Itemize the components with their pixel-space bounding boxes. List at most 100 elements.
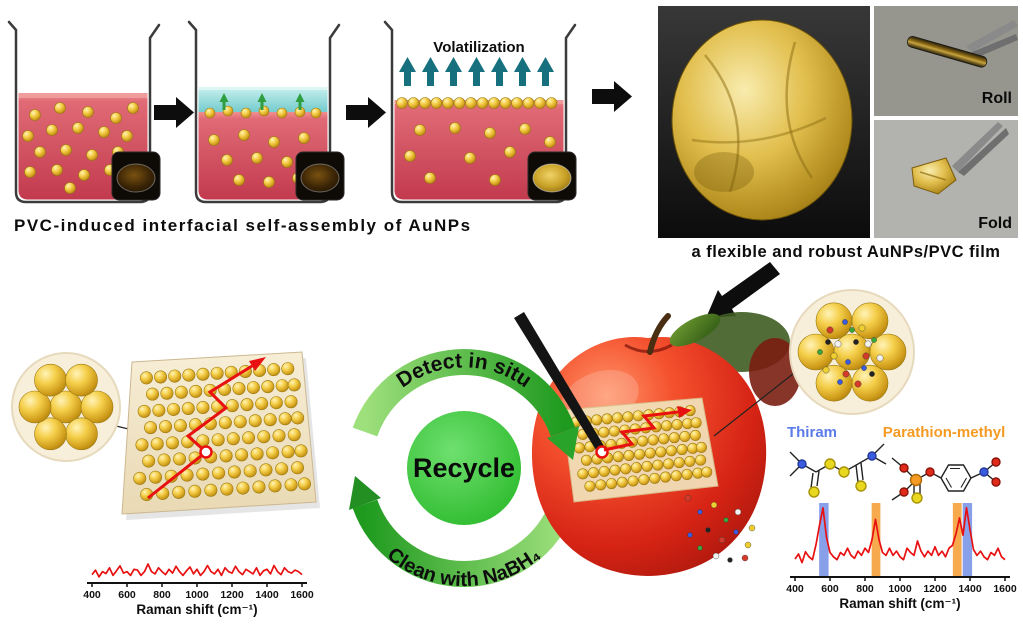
aunp-film-interface <box>396 97 558 109</box>
x-tick-label: 800 <box>153 589 171 601</box>
film-crease <box>704 54 740 193</box>
gold-nanoparticle <box>242 431 256 445</box>
gold-nanoparticle <box>598 426 610 438</box>
film-caption: a flexible and robust AuNPs/PVC film <box>692 243 1001 261</box>
gold-nanoparticle <box>181 401 195 415</box>
gold-nanoparticle <box>236 481 250 495</box>
molecule-atom <box>871 337 877 343</box>
detect-arc-label-text: Detect in situ <box>393 349 536 392</box>
gold-nanoparticle <box>284 395 298 409</box>
molecule-atom <box>842 319 848 325</box>
gold-nanoparticle <box>652 459 664 471</box>
gold-nanoparticle <box>144 421 158 435</box>
gold-film <box>671 19 853 221</box>
gold-nanoparticle <box>658 433 670 445</box>
x-tick-label: 600 <box>821 583 839 595</box>
gold-nanoparticle <box>211 433 225 447</box>
gold-nanoparticle <box>591 414 603 426</box>
gold-nanoparticle <box>634 448 646 460</box>
gold-nanoparticle <box>173 419 187 433</box>
gold-nanoparticle <box>219 449 233 463</box>
molecule-atom <box>705 527 711 533</box>
gold-nanoparticle <box>127 102 139 114</box>
double-bond <box>855 462 864 483</box>
gold-nanoparticle <box>695 454 707 466</box>
gold-nanoparticle <box>149 470 163 484</box>
step-arrow-2 <box>346 97 386 128</box>
raman-trace <box>794 507 1006 564</box>
dish-photo-2 <box>295 151 345 201</box>
gold-nanoparticle <box>519 123 531 135</box>
clean-arc-arrow <box>352 499 576 587</box>
rolled-film <box>906 35 988 68</box>
gold-nanoparticle <box>135 438 149 452</box>
gold-nanoparticle <box>851 302 889 340</box>
gold-nanoparticle <box>80 390 114 424</box>
gold-nanoparticle <box>72 122 84 134</box>
volatilization-arrow <box>537 57 554 86</box>
gold-nanoparticle <box>476 97 489 109</box>
gold-nanoparticle <box>404 150 416 162</box>
molecule-atom <box>684 494 692 502</box>
volatilization-arrow <box>399 57 416 86</box>
gold-nanoparticle <box>243 464 257 478</box>
gold-nanoparticle <box>220 482 234 496</box>
gold-nanoparticle <box>235 448 249 462</box>
tweezers <box>952 122 1003 172</box>
gold-nanoparticle <box>250 447 264 461</box>
gold-nanoparticle <box>275 379 289 393</box>
molecule-atom <box>862 352 870 360</box>
gold-nanoparticle <box>60 144 72 156</box>
volatilization-arrow <box>422 57 439 86</box>
second-apple <box>749 338 801 406</box>
gold-nanoparticle <box>464 152 476 164</box>
solution-surface <box>18 93 148 98</box>
gold-nanoparticle <box>424 172 436 184</box>
sulfur-atom <box>808 486 820 498</box>
pesticide-molecules <box>684 494 756 563</box>
gold-nanoparticle <box>133 471 147 485</box>
aunp-particles-dispersed <box>404 122 556 186</box>
dish-photo-1 <box>111 151 161 201</box>
gold-nanoparticle <box>281 445 295 459</box>
gold-nanoparticle <box>221 154 233 166</box>
molecule-atom <box>845 359 851 365</box>
volatilization-arrow <box>514 57 531 86</box>
fold-crease <box>919 171 947 181</box>
gold-nanoparticle <box>668 432 680 444</box>
nitrogen-atom <box>797 459 807 469</box>
gold-nanoparticle <box>65 417 98 451</box>
migration-arrows <box>219 93 305 110</box>
molecule-atom <box>697 545 703 551</box>
molecule-atom <box>733 529 739 535</box>
x-tick-label: 1000 <box>888 583 912 595</box>
molecule-atom <box>861 365 867 371</box>
highlight-band <box>962 503 973 577</box>
step-arrow-1 <box>154 97 194 128</box>
gold-nanoparticle <box>78 169 90 181</box>
gold-nanoparticle <box>499 97 512 109</box>
gold-nanoparticle <box>65 363 98 397</box>
gold-nanoparticle <box>670 470 682 482</box>
gold-nanoparticle <box>287 378 301 392</box>
gold-nanoparticle <box>465 97 477 109</box>
laser-zigzag <box>603 410 679 452</box>
gold-nanoparticle <box>196 401 210 415</box>
gold-nanoparticle <box>595 479 607 491</box>
raman-xlabel-right: Raman shift (cm⁻¹) <box>839 596 960 611</box>
molecule-atom <box>869 371 875 377</box>
film-photo <box>658 6 870 238</box>
gold-nanoparticle <box>267 363 281 377</box>
dish-rim <box>532 163 572 193</box>
gold-nanoparticle <box>226 432 240 446</box>
molecule-atom <box>748 524 756 532</box>
raman-xlabel-left: Raman shift (cm⁻¹) <box>136 602 257 617</box>
apple-detection <box>514 312 801 576</box>
arrow-to-apple <box>706 262 780 318</box>
aunp-cluster-with-analytes <box>713 289 915 437</box>
fold-label: Fold <box>978 215 1012 232</box>
gold-nanoparticle <box>152 403 166 417</box>
molecule-atom <box>864 340 872 348</box>
laser-arrowhead <box>249 357 266 371</box>
